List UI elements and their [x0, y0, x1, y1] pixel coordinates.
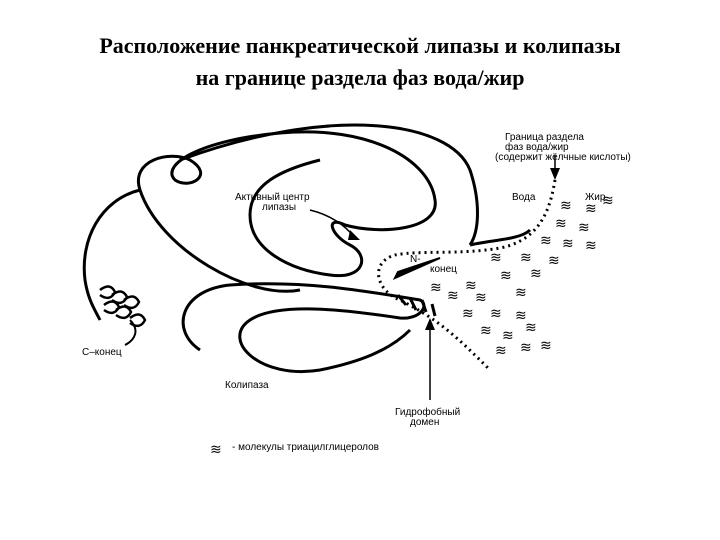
molecule-icon: ≋ — [502, 328, 514, 344]
molecule-icon: ≋ — [540, 233, 552, 249]
interface-label-3: (содержит жёлчные кислоты) — [495, 152, 631, 163]
legend-text: - молекулы триацилглицеролов — [232, 442, 379, 453]
molecule-icon: ≋ — [578, 220, 590, 236]
molecule-icon: ≋ — [490, 306, 502, 322]
fat-label: Жир — [585, 192, 606, 203]
molecule-icon: ≋ — [555, 216, 567, 232]
molecule-icon: ≋ — [495, 343, 507, 359]
molecule-icon: ≋ — [462, 306, 474, 322]
molecule-icon: ≋ — [515, 285, 527, 301]
title-line-1: Расположение панкреатической липазы и ко… — [99, 33, 621, 58]
molecule-icon: ≋ — [562, 236, 574, 252]
colipase-label: Колипаза — [225, 380, 269, 391]
water-label: Вода — [512, 192, 536, 203]
molecule-icon: ≋ — [560, 198, 572, 214]
triacylglycerol-molecules: ≋ ≋ ≋ ≋ ≋ ≋ ≋ ≋ ≋ ≋ ≋ ≋ ≋ ≋ ≋ ≋ ≋ ≋ ≋ ≋ … — [430, 193, 614, 359]
molecule-icon: ≋ — [585, 201, 597, 217]
interface-arrow-head — [550, 168, 560, 180]
hydrophobic-arrow-head — [425, 318, 435, 330]
lipase-lid — [469, 228, 532, 247]
c-terminal-coil — [99, 285, 147, 328]
title-line-2: на границе раздела фаз вода/жир — [195, 65, 525, 90]
hydrophobic-label-1: Гидрофобный — [395, 406, 460, 418]
molecule-icon: ≋ — [515, 308, 527, 324]
molecule-icon: ≋ — [530, 266, 542, 282]
molecule-icon: ≋ — [465, 278, 477, 294]
hydrophobic-label-2: домен — [410, 417, 439, 428]
molecule-icon: ≋ — [500, 268, 512, 284]
lipase-left-loop — [82, 188, 141, 321]
molecule-icon: ≋ — [585, 238, 597, 254]
molecule-icon: ≋ — [520, 340, 532, 356]
interface-label-1: Граница раздела — [505, 132, 584, 143]
molecule-icon: ≋ — [540, 338, 552, 354]
n-terminus — [392, 257, 441, 281]
interface-line — [377, 179, 557, 372]
molecule-icon: ≋ — [490, 250, 502, 266]
colipase-chain — [181, 282, 426, 373]
c-end-label: С–конец — [82, 347, 122, 358]
active-site-label-1: Активный центр — [235, 192, 310, 203]
molecule-icon: ≋ — [602, 193, 614, 209]
molecule-icon: ≋ — [548, 253, 560, 269]
c-terminal-tail — [124, 319, 137, 346]
active-site-arrow-head — [348, 230, 360, 240]
molecule-icon: ≋ — [447, 288, 459, 304]
molecule-icon: ≋ — [480, 323, 492, 339]
diagram-title: Расположение панкреатической липазы и ко… — [0, 30, 720, 94]
molecule-icon: ≋ — [520, 250, 532, 266]
molecule-icon: ≋ — [525, 320, 537, 336]
hydrophobic-domain-marks — [396, 294, 437, 317]
active-site-label-2: липазы — [262, 202, 296, 213]
molecule-icon: ≋ — [430, 280, 442, 296]
molecule-icon: ≋ — [475, 290, 487, 306]
n-end-label-1: N- — [410, 254, 421, 265]
lipase-outer-loop — [179, 123, 479, 246]
interface-label-2: фаз вода/жир — [505, 141, 569, 153]
lipase-chain — [136, 130, 437, 293]
n-end-label-2: конец — [430, 264, 457, 275]
legend-molecule-icon: ≋ — [210, 442, 222, 458]
